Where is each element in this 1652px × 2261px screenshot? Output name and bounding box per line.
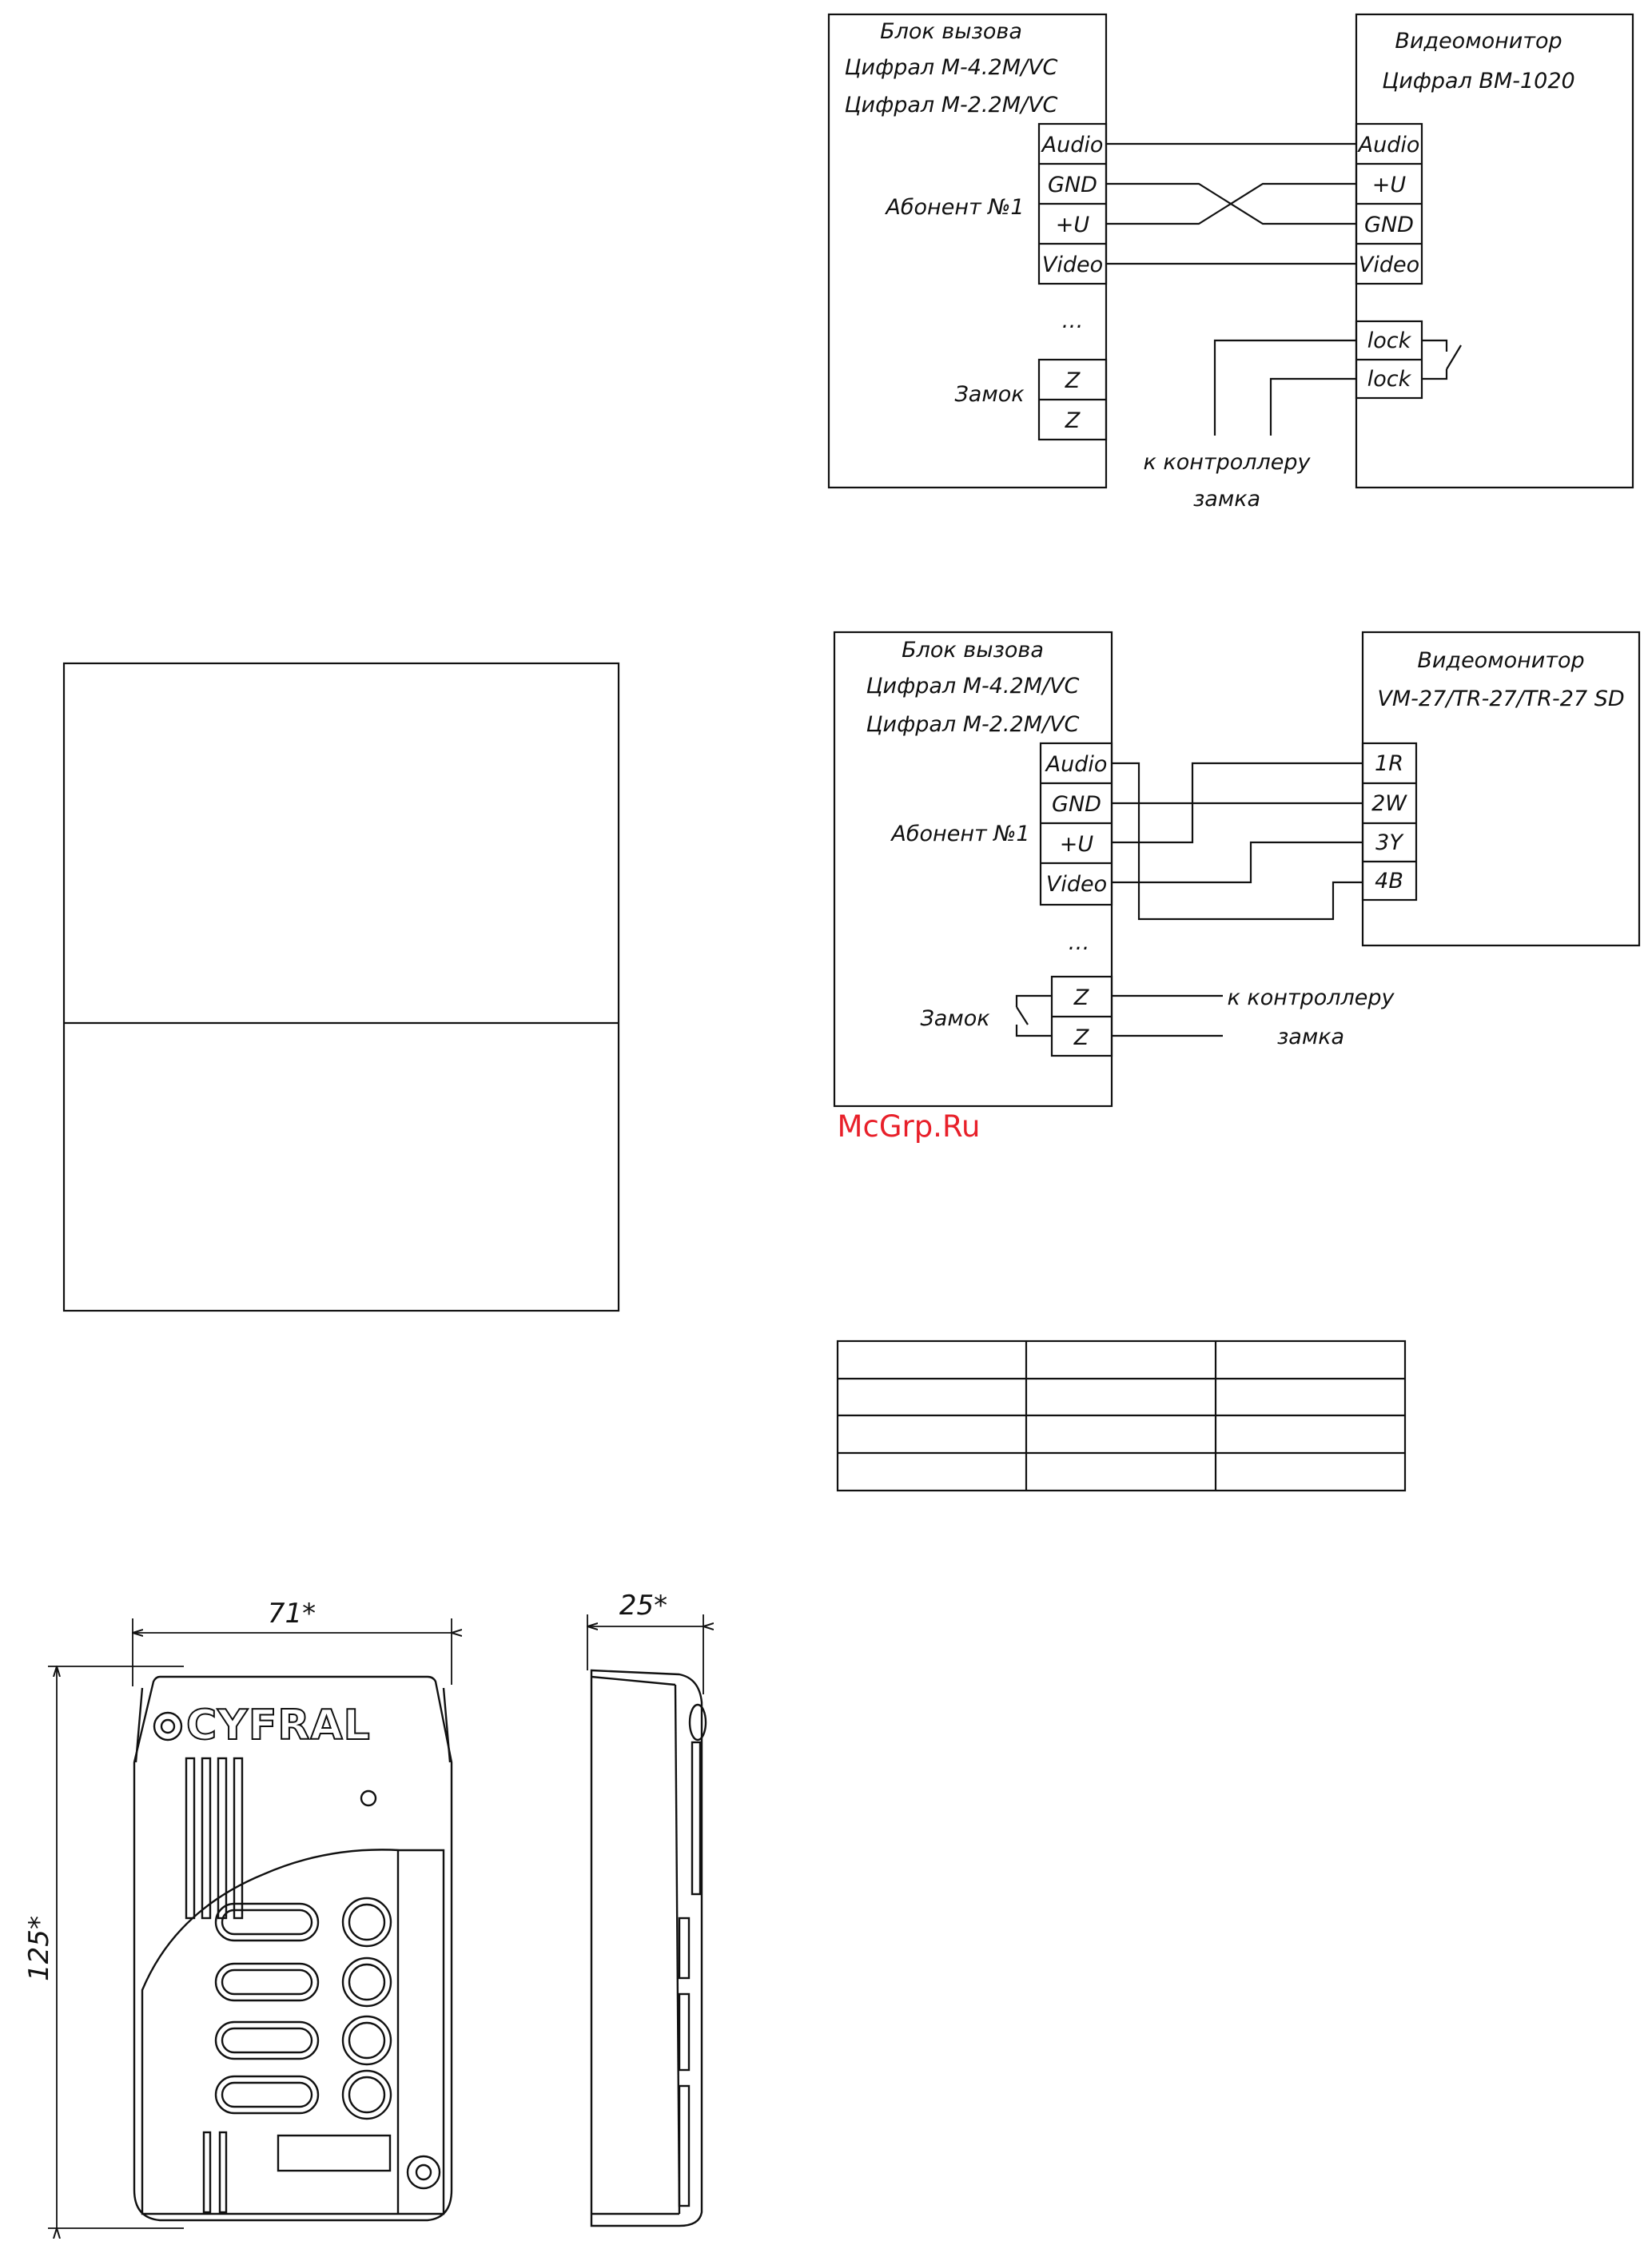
call-panel-box-2	[833, 631, 1113, 1108]
panel-lock-strip-2	[1015, 975, 1113, 1057]
monitor-terminal-3y: 3Y	[1375, 830, 1404, 855]
lock-label: Замок	[920, 1006, 990, 1031]
microphone-slits	[202, 2131, 228, 2214]
name-plates	[214, 1902, 320, 2115]
monitor-lock-terminal-1: lock	[1367, 328, 1412, 353]
monitor-terminal-audio: Audio	[1357, 133, 1420, 157]
panel-terminal-strip-1	[1037, 122, 1108, 285]
panel-title-line-1: Блок вызова	[902, 638, 1044, 663]
panel-terminal-audio: Audio	[1045, 752, 1108, 777]
diagram2-text: Блок вызова Цифрал М-4.2М/VC Цифрал М-2.…	[866, 638, 1625, 1050]
width-dimension: 71*	[268, 1598, 316, 1630]
monitor-box-2	[1361, 631, 1641, 947]
side-screw-icon	[688, 1703, 707, 1742]
monitor-terminal-gnd: GND	[1364, 213, 1414, 237]
panel-title-line-3: Цифрал М-2.2М/VC	[845, 93, 1058, 117]
monitor-title-line-1: Видеомонитор	[1395, 29, 1562, 54]
blank-table	[836, 1339, 1407, 1492]
wires-1	[1106, 142, 1356, 265]
monitor-terminal-strip-2	[1361, 742, 1418, 902]
speaker-grille	[185, 1757, 244, 1920]
subscriber-label: Абонент №1	[890, 822, 1029, 846]
device-side-view	[590, 1669, 707, 2227]
watermark: McGrp.Ru	[838, 1109, 981, 1144]
wires-2	[1112, 762, 1363, 921]
ellipsis: …	[1069, 930, 1090, 955]
screw-icon	[406, 2155, 441, 2190]
lock-terminal-z1: Z	[1065, 368, 1081, 393]
ellipsis: …	[1062, 308, 1084, 333]
monitor-terminal-4b: 4B	[1375, 869, 1403, 894]
depth-dimension: 25*	[619, 1590, 667, 1622]
subscriber-label: Абонент №1	[884, 195, 1024, 220]
panel-title-line-1: Блок вызова	[880, 19, 1022, 44]
device-front-view	[133, 1675, 453, 2222]
monitor-title-line-1: Видеомонитор	[1417, 648, 1584, 673]
panel-terminal-plus-u: +U	[1056, 213, 1090, 237]
call-buttons	[341, 1897, 392, 2120]
dimension-labels: 71* 25* 125*	[23, 1590, 667, 1981]
panel-terminal-gnd: GND	[1052, 792, 1101, 817]
panel-terminal-plus-u: +U	[1060, 832, 1094, 857]
dimension-lines	[48, 1614, 703, 2228]
monitor-terminal-plus-u: +U	[1372, 173, 1407, 197]
monitor-title-line-2: VM-27/TR-27/TR-27 SD	[1377, 687, 1624, 711]
panel-terminal-strip-2	[1039, 742, 1113, 906]
monitor-lock-terminal-2: lock	[1367, 367, 1412, 392]
controller-note-line-2: замка	[1193, 487, 1260, 512]
panel-terminal-video: Video	[1046, 872, 1107, 897]
controller-leads-1	[1213, 339, 1356, 436]
controller-note-line-1: к контроллеру	[1228, 985, 1395, 1010]
panel-terminal-video: Video	[1042, 253, 1103, 277]
wiring-diagram-1	[827, 13, 1634, 489]
controller-note-line-1: к контроллеру	[1144, 450, 1312, 475]
panel-lock-strip-1	[1037, 358, 1108, 441]
panel-title-line-2: Цифрал М-4.2М/VC	[866, 674, 1080, 699]
panel-title-line-2: Цифрал М-4.2М/VC	[845, 55, 1058, 80]
controller-leads-2	[1112, 994, 1223, 1037]
height-dimension: 125*	[23, 1916, 55, 1981]
monitor-lock-strip-1	[1355, 320, 1462, 400]
device-logo: CYFRAL	[186, 1702, 371, 1749]
panel-title-line-3: Цифрал М-2.2М/VC	[866, 712, 1080, 737]
lock-label: Замок	[954, 382, 1025, 407]
panel-terminal-audio: Audio	[1041, 133, 1104, 157]
blank-frame	[62, 662, 620, 1312]
monitor-terminal-video: Video	[1359, 253, 1419, 277]
logo-ring-icon	[153, 1711, 183, 1742]
panel-terminal-gnd: GND	[1048, 173, 1097, 197]
monitor-terminal-strip-1	[1355, 122, 1423, 285]
lock-terminal-z2: Z	[1065, 408, 1081, 433]
diagram1-text: Блок вызова Цифрал М-4.2М/VC Цифрал М-2.…	[845, 19, 1575, 512]
monitor-title-line-2: Цифрал ВМ-1020	[1382, 69, 1574, 94]
display-window	[277, 2134, 392, 2172]
controller-note-line-2: замка	[1277, 1025, 1344, 1049]
monitor-terminal-2w: 2W	[1371, 791, 1407, 816]
lock-terminal-z1: Z	[1073, 985, 1089, 1010]
monitor-terminal-1r: 1R	[1375, 751, 1403, 776]
camera-lens-icon	[360, 1789, 377, 1807]
wiring-diagram-2	[833, 631, 1641, 1108]
lock-terminal-z2: Z	[1073, 1025, 1089, 1050]
